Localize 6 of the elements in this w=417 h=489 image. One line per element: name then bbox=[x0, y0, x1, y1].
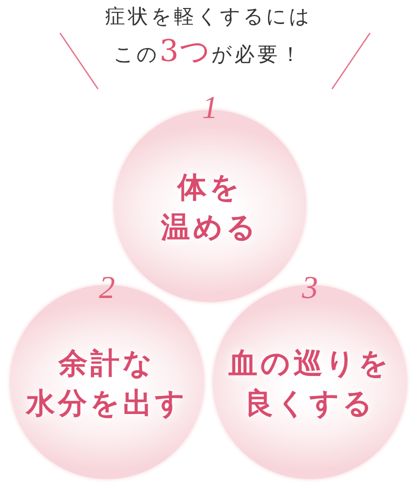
node-label: 体を温める bbox=[161, 169, 259, 246]
step-number: 3 bbox=[302, 271, 318, 303]
step-number: 2 bbox=[99, 271, 115, 303]
node-label: 余計な水分を出す bbox=[26, 345, 188, 422]
node-label: 血の巡りを良くする bbox=[228, 345, 392, 422]
step-number: 1 bbox=[202, 91, 218, 123]
